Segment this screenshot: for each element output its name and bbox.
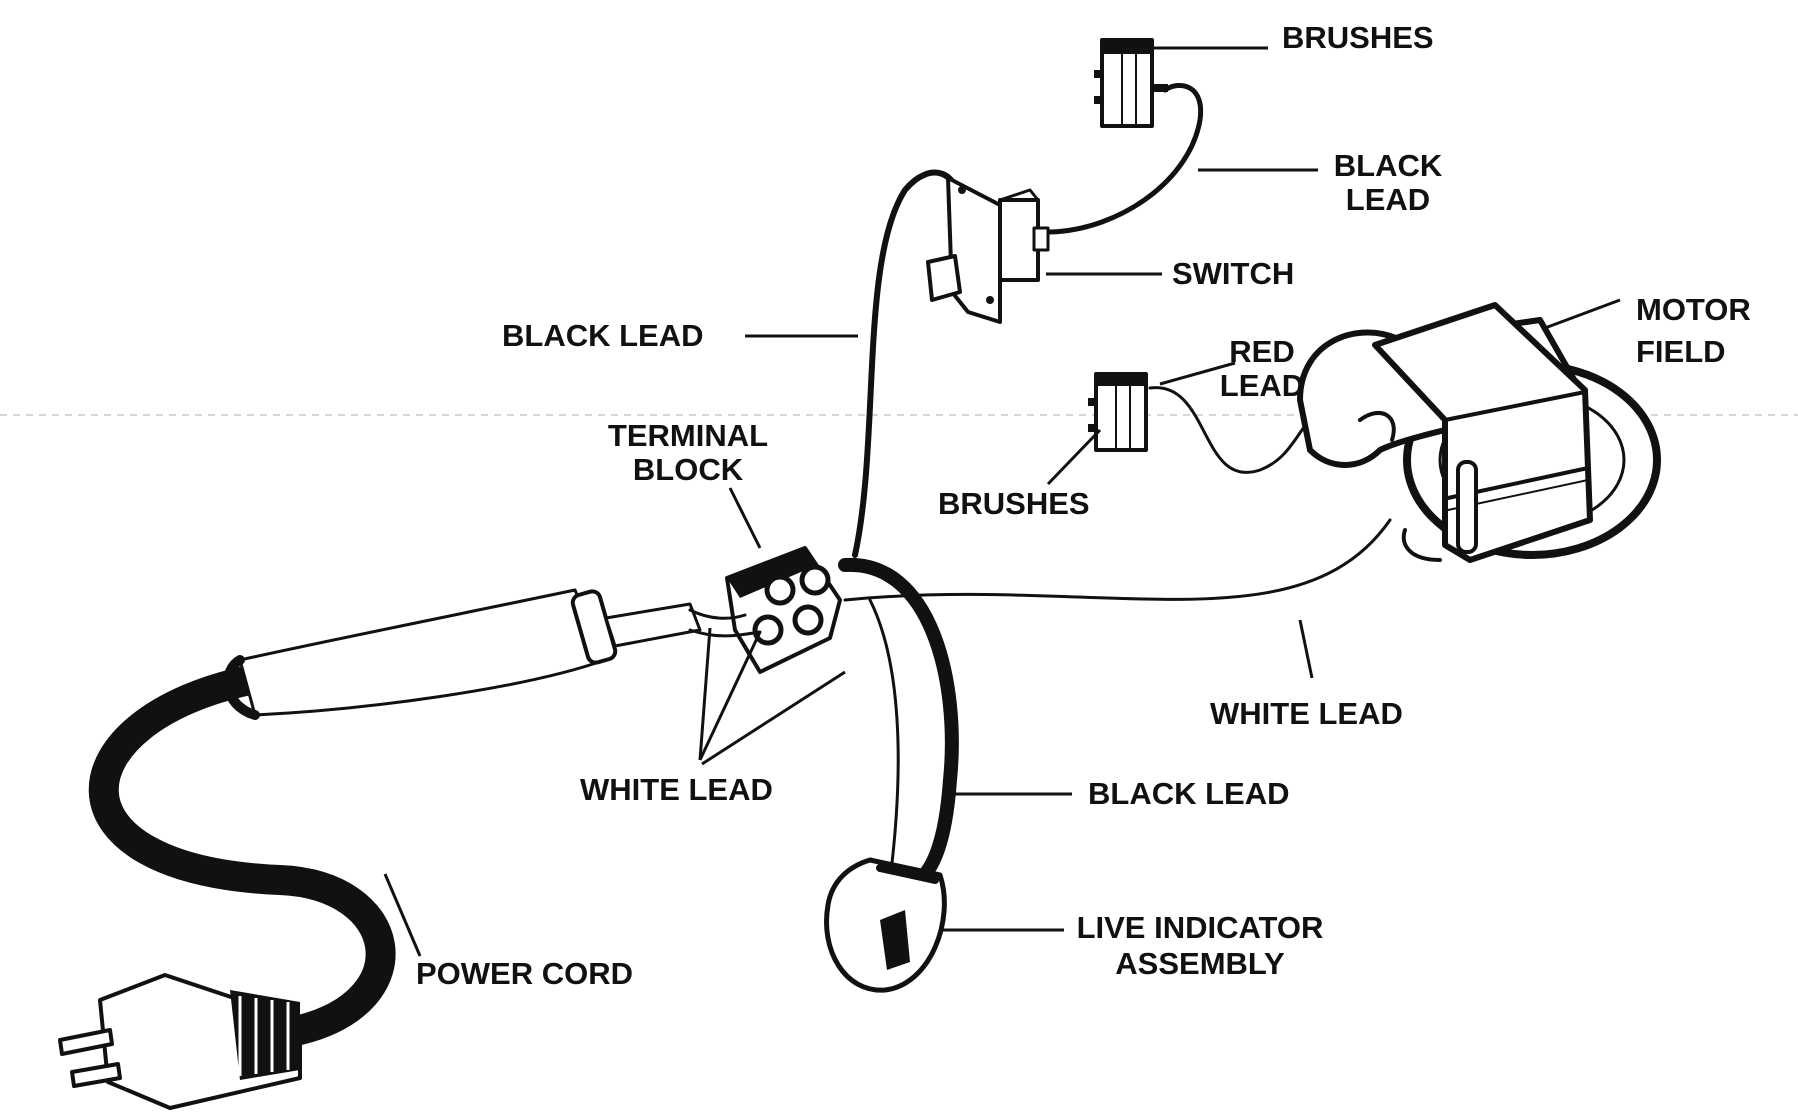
live-indicator-assembly — [824, 857, 947, 993]
brushes-top — [1094, 38, 1168, 128]
label-black-lead-top-line2: LEAD — [1346, 182, 1430, 217]
label-switch: SWITCH — [1172, 256, 1294, 291]
terminal-block — [725, 546, 842, 674]
label-brushes-top: BRUSHES — [1282, 20, 1434, 55]
label-live-indicator-line2: ASSEMBLY — [1115, 946, 1285, 981]
label-red-lead-line2: LEAD — [1220, 368, 1304, 403]
label-terminal-block-line2: BLOCK — [633, 452, 744, 487]
label-motor-field-line1: MOTOR — [1636, 292, 1751, 327]
switch — [926, 176, 1050, 324]
motor-field — [1297, 302, 1661, 563]
label-live-indicator-line1: LIVE INDICATOR — [1077, 910, 1324, 945]
label-black-lead-top-line1: BLACK — [1334, 148, 1443, 183]
label-motor-field-line2: FIELD — [1636, 334, 1726, 369]
label-white-lead-right: WHITE LEAD — [1210, 696, 1403, 731]
label-white-lead-center: WHITE LEAD — [580, 772, 773, 807]
label-black-lead-left: BLACK LEAD — [502, 318, 704, 353]
power-cord — [88, 588, 702, 1045]
leader-lines — [383, 46, 1621, 957]
label-power-cord: POWER CORD — [416, 956, 633, 991]
label-brushes-middle: BRUSHES — [938, 486, 1090, 521]
label-terminal-block-line1: TERMINAL — [608, 418, 768, 453]
label-black-lead-bottom: BLACK LEAD — [1088, 776, 1290, 811]
brushes-middle — [1088, 372, 1148, 452]
label-red-lead-line1: RED — [1229, 334, 1294, 369]
plug — [58, 973, 302, 1110]
labels: BRUSHES BLACK LEAD SWITCH MOTOR FIELD BL… — [416, 20, 1751, 991]
